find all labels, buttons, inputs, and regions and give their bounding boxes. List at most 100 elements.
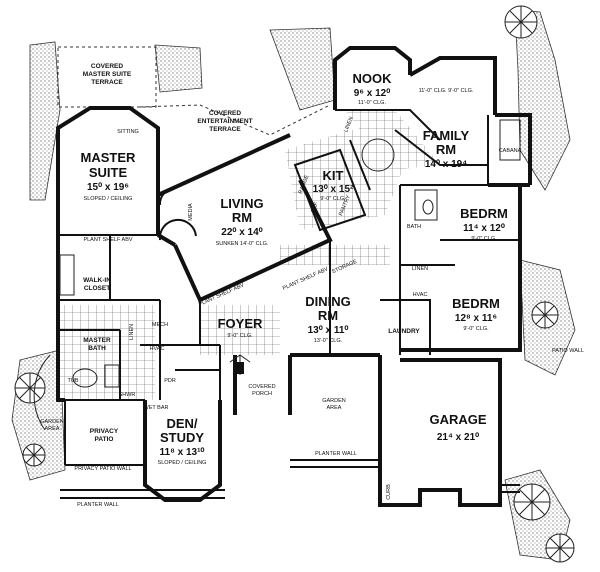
tree-left-2 (22, 443, 46, 467)
shrub-bed-left (29, 41, 61, 201)
mech-label: MECH (152, 322, 168, 328)
patio-wall-label: PATIO WALL (552, 348, 584, 354)
den-note: SLOPED / CEILING (158, 460, 207, 466)
laundry-label: LAUNDRY (388, 328, 420, 335)
shrub-bed-top (154, 44, 203, 93)
bath-label: BATH (407, 224, 421, 230)
wet-bar-label: WET BAR (144, 405, 169, 411)
garage-dims: 21⁴ x 21⁰ (437, 432, 479, 443)
garden-right-label-2: AREA (327, 405, 342, 411)
terrace-master-label-1: COVERED (91, 63, 123, 70)
linen-hall-label: LINEN (412, 266, 428, 272)
shower-fixture (104, 364, 120, 388)
kitchen-island-round (361, 138, 395, 172)
covered-porch-label-1: COVERED (248, 384, 275, 390)
linen-bath-label: LINEN (129, 324, 135, 340)
terrace-ent-label-1: COVERED (209, 110, 241, 117)
living-rm-label-2: RM (232, 210, 252, 225)
tub-fixture (72, 368, 98, 388)
tree-bottom-right-2 (545, 533, 575, 563)
bath-fixture (414, 189, 438, 221)
privacy-patio-wall: PRIVACY PATIO WALL (74, 466, 131, 472)
living-rm-note: SUNKEN 14'-0" CLG. (216, 241, 269, 247)
bedrm2-note: 9'-0" CLG. (463, 326, 489, 332)
garden-left-label-2: AREA (45, 426, 60, 432)
terrace-master-label-3: TERRACE (91, 79, 123, 86)
tree-left-1 (14, 372, 46, 404)
toilet-fixture (422, 199, 434, 215)
family-rm-label-1: FAMILY (423, 128, 470, 143)
plant-shelf-foyer: PLANT SHELF ABV (198, 282, 246, 308)
master-suite-dims: 15⁰ x 19⁶ (87, 182, 129, 193)
cabana-label: CABANA (499, 148, 522, 154)
interior-walls (58, 109, 520, 400)
linen-kit-label: LINEN (343, 116, 355, 133)
living-rm-label-1: LIVING (220, 196, 263, 211)
landscaping (11, 5, 576, 563)
shrub-bed-top-right (269, 27, 336, 111)
closet-shelf (59, 254, 75, 296)
privacy-patio-label-1: PRIVACY (90, 428, 119, 435)
kit-note: 9'-0" CLG. (320, 196, 346, 202)
privacy-patio-label-2: PATIO (95, 436, 114, 443)
patio-curve (33, 354, 51, 431)
master-curved-wall (158, 187, 176, 206)
bath-tile (60, 305, 155, 400)
plant-shelf-main: PLANT SHELF ABV (83, 237, 132, 243)
hvac-mech-label: HVAC (150, 346, 165, 352)
kit-dims: 13⁰ x 15² (313, 184, 354, 195)
den-label-1: DEN/ (166, 416, 197, 431)
terrace-ent-label-3: TERRACE (209, 126, 241, 133)
den-label-2: STUDY (160, 430, 204, 445)
living-curved-wall (158, 218, 197, 241)
master-suite-note: SLOPED / CEILING (84, 196, 133, 202)
entry-arrow-stem (236, 362, 244, 374)
media-label: MEDIA (188, 203, 194, 221)
entertainment-terrace-outline (139, 104, 331, 136)
planter-wall-right: PLANTER WALL (315, 451, 357, 457)
tile-floors (60, 110, 440, 400)
kit-label: KIT (323, 168, 344, 183)
shwr-label: SHWR (119, 392, 136, 398)
closet-label-1: WALK-IN (83, 277, 111, 284)
master-suite-label-2: SUITE (89, 165, 128, 180)
tree-bottom-right (513, 483, 551, 521)
dining-rm-note: 13'-0" CLG. (314, 338, 343, 344)
foyer-note: 9'-0" CLG. (227, 333, 253, 339)
master-bath-label-2: BATH (88, 345, 106, 352)
cabana-fixture (499, 119, 521, 161)
living-rm-dims: 22⁰ x 14⁰ (221, 227, 262, 238)
hvac-hall-label: HVAC (413, 292, 428, 298)
planter-wall-left: PLANTER WALL (77, 502, 119, 508)
sitting-label: SITTING (117, 129, 139, 135)
family-rm-note: 11'-0" CLG. 9'-0" CLG. (419, 88, 474, 94)
bedrm1-note: 9'-0" CLG. (471, 236, 497, 242)
nook-dims: 9⁶ x 12⁰ (354, 88, 390, 99)
room-labels: COVERED MASTER SUITE TERRACE COVERED ENT… (40, 63, 584, 466)
fixtures (59, 119, 521, 388)
terrace-ent-label-2: ENTERTAINMENT (197, 118, 252, 125)
family-rm-label-2: RM (436, 142, 456, 157)
ref-label: REF (310, 201, 320, 214)
foyer-tile (200, 305, 280, 355)
family-rm-dims: 14⁰ x 19⁴ (425, 159, 467, 170)
dining-rm-dims: 13⁰ x 11⁰ (308, 325, 349, 336)
bedrm2-label: BEDRM (452, 296, 500, 311)
curb-label: CURB (386, 484, 392, 500)
terrace-master-label-2: MASTER SUITE (83, 71, 132, 78)
tree-top-right (504, 5, 538, 39)
tree-right-mid (531, 301, 559, 329)
bedrm1-label: BEDRM (460, 206, 508, 221)
pdr-label: PDR (164, 378, 176, 384)
garage-label: GARAGE (429, 412, 486, 427)
nook-note: 11'-0" CLG. (358, 100, 386, 106)
den-dims: 11⁸ x 13¹⁰ (160, 447, 205, 458)
nook-label: NOOK (353, 71, 393, 86)
bedrm2-dims: 12⁸ x 11⁶ (455, 313, 497, 324)
foyer-label: FOYER (218, 316, 263, 331)
master-suite-label-1: MASTER (81, 150, 137, 165)
tub-label: TUB (68, 378, 79, 384)
covered-porch-label-2: PORCH (252, 391, 272, 397)
garden-right-label-1: GARDEN (322, 398, 346, 404)
